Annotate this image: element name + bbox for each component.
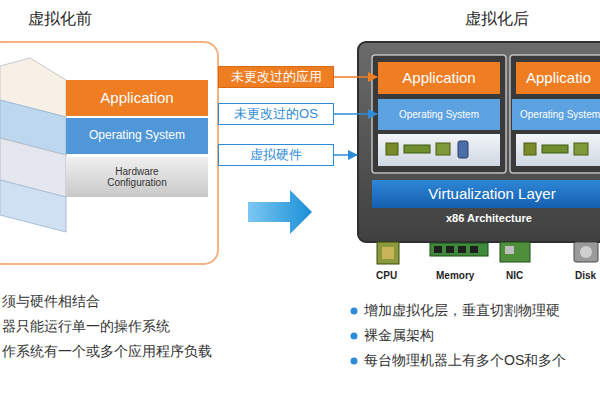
callout-arrow [334,113,377,115]
callout-box: 虚拟硬件 [218,144,334,166]
virtual-hardware-row [378,134,500,166]
hardware-label: Disk [575,270,596,281]
callout-arrow [334,76,377,78]
hardware-label: Memory [436,270,474,281]
hardware-box: Hardware Configuration [66,157,208,197]
bullet-dot [351,333,358,340]
hardware-label: CPU [376,270,397,281]
bullet-dot [351,358,358,365]
box-text: 未更改过的OS [234,107,318,122]
bullet-text: 裸金属架构 [364,327,434,345]
callout-box: 未更改过的应用 [218,66,334,88]
panel-heading: 虚拟化后 [465,10,529,28]
box-text: Application [100,89,173,106]
memory-icon [430,243,488,256]
callout-arrow [334,154,357,156]
box-text: Applicatio [526,69,591,86]
stack-slab [0,180,66,232]
box-text: Operating System [399,109,479,121]
box-text: Hardware Configuration [89,166,185,189]
virtualization-layer: Virtualization Layer [372,180,600,208]
app-box: Application [378,62,500,94]
box-text: Application [402,69,475,86]
box-text: 未更改过的应用 [231,70,322,85]
box-text: Virtualization Layer [428,185,555,202]
bullet-text: 作系统有一个或多个应用程序负载 [2,343,212,361]
bullet-text: 须与硬件相结合 [2,293,100,311]
hardware-label: NIC [506,270,523,281]
app-box: Applicatio [516,62,600,94]
os-box: Operating System [512,99,600,130]
bullet-text: 每台物理机器上有多个OS和多个 [364,352,566,370]
architecture-label: x86 Architecture [446,212,532,224]
app-box: Application [66,80,208,116]
bullet-dot [351,308,358,315]
cpu-icon [377,242,399,264]
nic-icon [500,242,530,262]
os-box: Operating System [66,118,208,154]
vm-frame [372,55,506,173]
box-text: 虚拟硬件 [250,148,302,163]
bullet-text: 器只能运行单一的操作系统 [2,318,170,336]
bullet-text: 增加虚拟化层，垂直切割物理硬 [364,302,560,320]
callout-box: 未更改过的OS [218,103,334,125]
virtual-hardware-icons [386,141,588,158]
transition-arrow [248,190,312,234]
panel: 虚拟化前ApplicationOperating SystemHardware … [0,42,218,264]
os-box: Operating System [378,99,500,130]
panel-frame [0,42,218,264]
virtual-hardware-row [516,134,600,166]
panel-heading: 虚拟化前 [28,10,92,28]
box-text: Operating System [520,109,600,121]
box-text: Operating System [89,129,185,143]
disk-icon [574,242,598,262]
